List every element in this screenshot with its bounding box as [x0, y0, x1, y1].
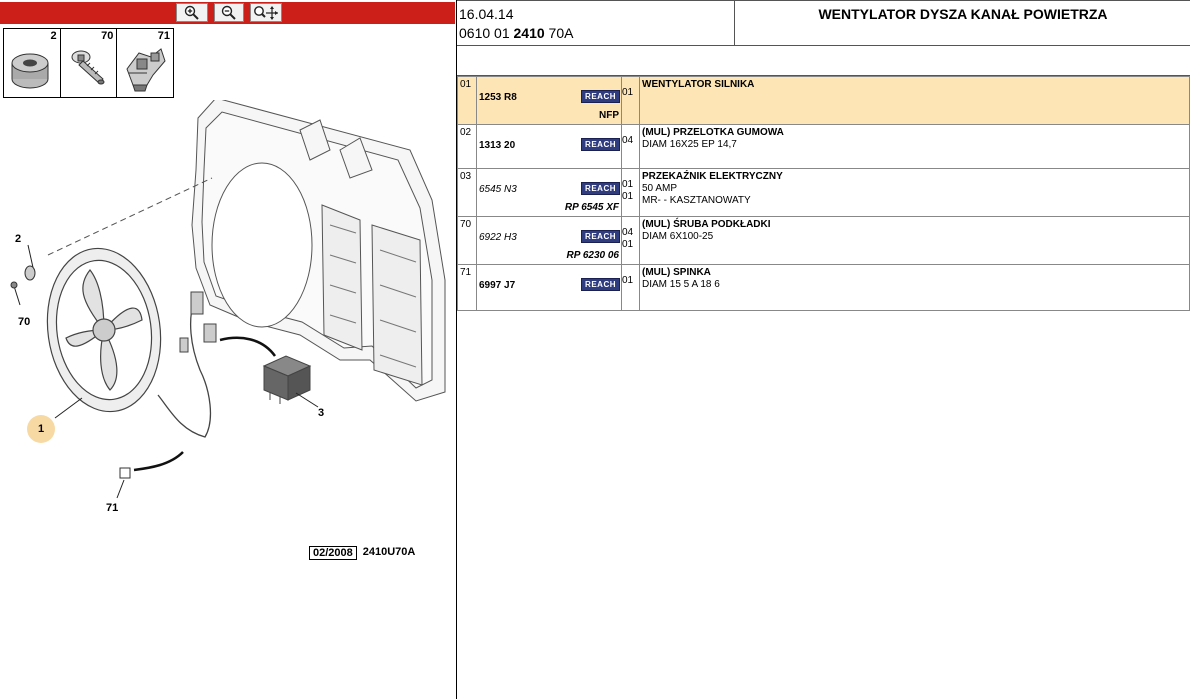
header-spacer	[457, 46, 1190, 76]
reach-badge[interactable]: REACH	[581, 230, 620, 243]
zoom-in-icon	[184, 5, 199, 20]
item-number: 70	[457, 216, 477, 265]
thumbnail-70[interactable]: 70	[61, 29, 118, 97]
qty-value: 04	[622, 135, 634, 146]
qty-value: 01	[622, 191, 634, 202]
parts-panel: 16.04.14 0610 01 2410 70A WENTYLATOR DYS…	[456, 0, 1190, 699]
header-code-group: 2410	[513, 25, 545, 41]
quantity-cell: 01	[621, 76, 640, 125]
clip-icon	[126, 48, 166, 92]
part-reference[interactable]: 6997 J7	[479, 280, 516, 291]
description-title: PRZEKAŹNIK ELEKTRYCZNY	[642, 171, 783, 182]
diagram-reference: 02/2008 2410U70A	[309, 546, 415, 560]
reference-cell: 6545 N3 REACH RP 6545 XF	[476, 168, 622, 217]
diagram-code: 2410U70A	[362, 546, 416, 558]
part-thumbnails: 2 70 71	[3, 28, 174, 98]
callout-1[interactable]: 1	[27, 415, 55, 443]
header-code-suffix: 70A	[544, 25, 574, 41]
description-title: (MUL) SPINKA	[642, 267, 711, 278]
page-title: WENTYLATOR DYSZA KANAŁ POWIETRZA	[818, 6, 1108, 22]
zoom-fit-icon	[254, 5, 278, 20]
description-line: DIAM 15 5 A 18 6	[642, 279, 720, 290]
zoom-in-button[interactable]	[176, 3, 208, 22]
header-code: 0610 01 2410 70A	[459, 24, 734, 43]
header-info: 16.04.14 0610 01 2410 70A	[457, 1, 735, 45]
zoom-out-icon	[221, 5, 236, 20]
reach-badge[interactable]: REACH	[581, 138, 620, 151]
description-line: DIAM 16X25 EP 14,7	[642, 139, 737, 150]
diagram-date: 02/2008	[309, 546, 357, 560]
thumbnail-number: 71	[157, 30, 171, 42]
zoom-fit-button[interactable]	[250, 3, 282, 22]
qty-value: 01	[622, 275, 634, 286]
part-reference[interactable]: 1253 R8	[479, 92, 517, 103]
quantity-cell: 01	[621, 264, 640, 311]
item-number: 03	[457, 168, 477, 217]
quantity-cell: 04	[621, 124, 640, 169]
washer-screw-icon	[71, 50, 105, 85]
callout-2[interactable]: 2	[15, 233, 22, 245]
thumbnail-2[interactable]: 2	[4, 29, 61, 97]
thumbnail-number: 2	[50, 30, 57, 42]
part-reference[interactable]: 6545 N3	[479, 184, 517, 195]
reference-cell: 6922 H3 REACH RP 6230 06	[476, 216, 622, 265]
callout-70[interactable]: 70	[18, 316, 31, 328]
callout-71[interactable]: 71	[106, 502, 119, 514]
part-reference[interactable]: 6922 H3	[479, 232, 517, 243]
item-number: 02	[457, 124, 477, 169]
fan-radiator-drawing	[10, 97, 446, 499]
diagram-toolbar	[0, 2, 455, 24]
reach-badge[interactable]: REACH	[581, 278, 620, 291]
reach-badge[interactable]: REACH	[581, 90, 620, 103]
zoom-out-button[interactable]	[214, 3, 244, 22]
description-line: DIAM 6X100-25	[642, 231, 714, 242]
description-line: MR- - KASZTANOWATY	[642, 195, 751, 206]
reference-cell: 1253 R8 REACH NFP	[476, 76, 622, 125]
exploded-view-diagram: 2 70 1 3 71	[0, 97, 455, 560]
thumbnail-71[interactable]: 71	[117, 29, 173, 97]
part-reference[interactable]: 1313 20	[479, 140, 516, 151]
item-number: 01	[457, 76, 477, 125]
item-number: 71	[457, 264, 477, 311]
description-cell: WENTYLATOR SILNIKA	[639, 76, 1190, 125]
description-title: (MUL) PRZELOTKA GUMOWA	[642, 127, 784, 138]
reach-badge[interactable]: REACH	[581, 182, 620, 195]
description-title: WENTYLATOR SILNIKA	[642, 79, 755, 90]
reference-cell: 1313 20 REACH	[476, 124, 622, 169]
parts-header: 16.04.14 0610 01 2410 70A WENTYLATOR DYS…	[457, 0, 1190, 46]
header-code-prefix: 0610 01	[459, 25, 514, 41]
description-title: (MUL) ŚRUBA PODKŁADKI	[642, 219, 771, 230]
diagram-panel: 2 70 71	[0, 0, 455, 699]
qty-value: 01	[622, 179, 634, 190]
callout-3[interactable]: 3	[318, 407, 325, 419]
rubber-grommet-icon	[11, 53, 49, 89]
header-date: 16.04.14	[459, 6, 514, 22]
qty-value: 04	[622, 227, 634, 238]
thumbnail-number: 70	[101, 30, 114, 42]
part-sub-reference: RP 6545 XF	[564, 202, 619, 213]
description-line: 50 AMP	[642, 183, 678, 194]
qty-value: 01	[622, 87, 634, 98]
part-sub-reference: RP 6230 06	[566, 250, 619, 261]
qty-value: 01	[622, 239, 634, 250]
reference-cell: 6997 J7 REACH	[476, 264, 622, 311]
part-sub-reference: NFP	[599, 110, 619, 121]
